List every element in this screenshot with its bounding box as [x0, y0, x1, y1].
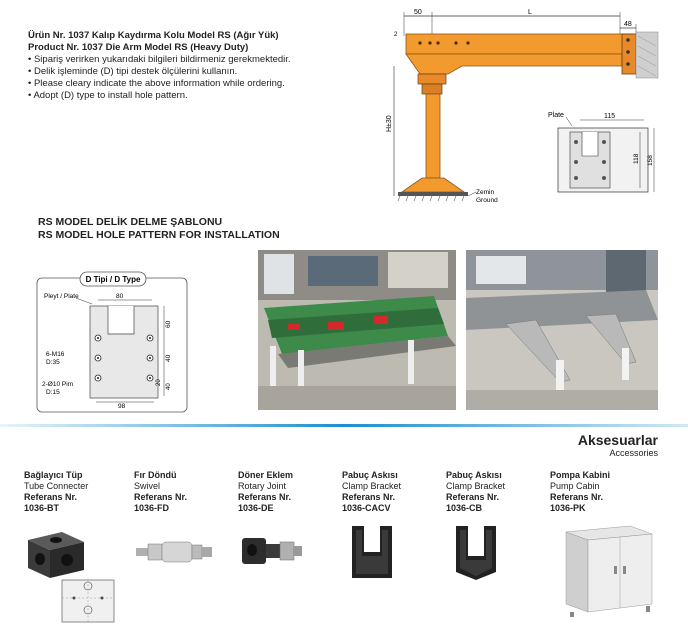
clamp-bracket-cacv-image — [352, 526, 392, 578]
ground-label-tr: Zemin — [476, 189, 494, 196]
item-name-tr: Pabuç Askısı — [446, 470, 502, 480]
accessory-item-fd: Fır Döndü Swivel Referans Nr. 1036-FD — [134, 470, 187, 514]
bullet-1: • Sipariş verirken yukarıdaki bilgileri … — [28, 54, 291, 65]
column-base — [400, 177, 466, 193]
accessories-subtitle: Accessories — [609, 448, 658, 458]
dim-height: H±30 — [386, 115, 393, 132]
d-type-badge-text: D Tipi / D Type — [86, 275, 141, 284]
accessory-item-bt: Bağlayıcı Tüp Tube Connecter Referans Nr… — [24, 470, 88, 514]
accessory-item-cacv: Pabuç Askısı Clamp Bracket Referans Nr. … — [342, 470, 401, 514]
item-ref-label: Referans Nr. — [342, 492, 396, 502]
pattern-title-en: RS MODEL HOLE PATTERN FOR INSTALLATION — [38, 229, 280, 241]
d35-label: D:35 — [46, 359, 60, 366]
installation-photo-2 — [466, 250, 658, 410]
rail-holes — [418, 41, 470, 45]
plate-drawing: Plate 115 118 158 — [548, 112, 655, 193]
item-name-en: Pump Cabin — [550, 481, 600, 491]
installation-photo-1 — [258, 250, 456, 410]
product-title-en: Product Nr. 1037 Die Arm Model RS (Heavy… — [28, 42, 249, 53]
accessory-item-cb: Pabuç Askısı Clamp Bracket Referans Nr. … — [446, 470, 505, 514]
d-holes — [94, 334, 154, 382]
accessories-header: Aksesuarlar Accessories — [578, 432, 658, 458]
item-ref: 1036-CACV — [342, 503, 391, 513]
dim-158: 158 — [647, 155, 654, 166]
product-title-tr: Ürün Nr. 1037 Kalıp Kaydırma Kolu Model … — [28, 30, 279, 41]
dim-40b: 40 — [166, 383, 172, 390]
product-header: Ürün Nr. 1037 Kalıp Kaydırma Kolu Model … — [28, 30, 348, 102]
dim-20: 20 — [156, 379, 162, 386]
bullet-3: • Please cleary indicate the above infor… — [28, 78, 285, 89]
support-column — [425, 93, 441, 179]
d-type-badge — [79, 271, 147, 287]
dim-98: 98 — [118, 403, 126, 410]
pin-label: 2-Ø10 Pim — [42, 381, 73, 388]
item-ref-label: Referans Nr. — [550, 492, 604, 502]
item-name-tr: Fır Döndü — [134, 470, 177, 480]
swivel-image — [136, 541, 212, 563]
plate-label: Plate — [548, 112, 564, 119]
item-ref: 1036-CB — [446, 503, 483, 513]
item-name-en: Tube Connecter — [24, 481, 89, 491]
bullet-2: • Delik işleminde (D) tipi destek ölçüle… — [28, 66, 238, 77]
item-name-tr: Pompa Kabini — [550, 470, 611, 480]
accessory-item-de: Döner Eklem Rotary Joint Referans Nr. 10… — [238, 470, 293, 514]
item-ref: 1036-DE — [238, 503, 274, 513]
item-ref-label: Referans Nr. — [134, 492, 188, 502]
item-ref: 1036-PK — [550, 503, 586, 513]
pattern-title-tr: RS MODEL DELİK DELME ŞABLONU — [38, 216, 223, 228]
section-divider — [0, 424, 688, 427]
dim-40: 40 — [165, 354, 172, 362]
m16-label: 6-M16 — [46, 351, 65, 358]
rotary-joint-image — [242, 538, 302, 564]
dim-118: 118 — [633, 153, 640, 164]
item-ref-label: Referans Nr. — [24, 492, 78, 502]
arm-body — [405, 53, 623, 75]
item-name-en: Clamp Bracket — [446, 481, 506, 491]
die-arm-1 — [505, 319, 571, 383]
item-ref: 1036-BT — [24, 503, 60, 513]
item-name-en: Clamp Bracket — [342, 481, 402, 491]
item-ref: 1036-FD — [134, 503, 170, 513]
dim-80: 80 — [116, 293, 124, 300]
item-name-en: Swivel — [134, 481, 161, 491]
d-type-diagram: D Tipi / D Type Pleyt / Plate 80 60 40 2… — [36, 271, 188, 413]
plate-label-d: Pleyt / Plate — [44, 293, 79, 300]
item-name-tr: Döner Eklem — [238, 470, 294, 480]
ground-label-en: Ground — [476, 197, 498, 204]
d15-label: D:15 — [46, 389, 60, 396]
bullet-4: • Adopt (D) type to install hole pattern… — [28, 90, 188, 101]
rail-beam — [405, 33, 635, 55]
wall-hatch — [635, 31, 659, 79]
die-arm-drawing: 50 L 48 2 H±30 Zemin Ground — [386, 9, 659, 204]
dim-50: 50 — [414, 9, 422, 16]
pattern-section-title: RS MODEL DELİK DELME ŞABLONU RS MODEL HO… — [38, 216, 280, 242]
clamp-bracket-cb-image — [456, 526, 496, 580]
item-name-tr: Pabuç Askısı — [342, 470, 398, 480]
accessories-title: Aksesuarlar — [577, 432, 658, 448]
tube-connector-image — [28, 532, 115, 623]
item-ref-label: Referans Nr. — [446, 492, 500, 502]
dim-48: 48 — [624, 21, 632, 28]
dim-115: 115 — [604, 113, 615, 120]
dim-2: 2 — [394, 32, 398, 38]
item-name-en: Rotary Joint — [238, 481, 287, 491]
item-ref-label: Referans Nr. — [238, 492, 292, 502]
accessory-item-pk: Pompa Kabini Pump Cabin Referans Nr. 103… — [550, 470, 610, 514]
dim-60: 60 — [165, 320, 172, 328]
item-name-tr: Bağlayıcı Tüp — [24, 470, 83, 480]
pump-cabin-image — [565, 525, 653, 617]
dim-L: L — [528, 9, 532, 16]
